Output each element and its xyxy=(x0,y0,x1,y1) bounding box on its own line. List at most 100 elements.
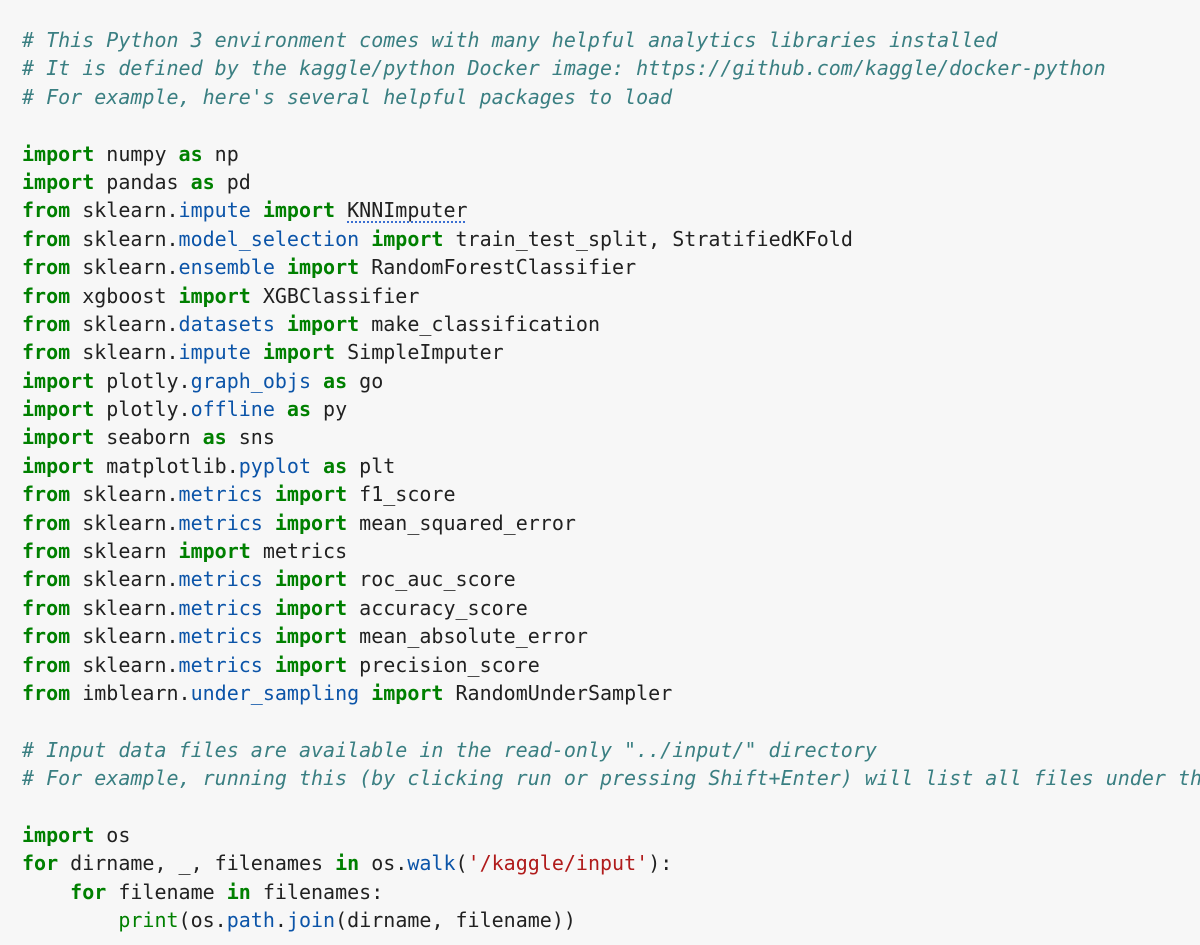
code-text xyxy=(275,312,287,336)
code-text: imblearn. xyxy=(70,680,191,705)
code-line: # Input data files are available in the … xyxy=(22,736,1200,764)
code-module-attr: impute xyxy=(178,198,251,223)
code-keyword: import xyxy=(22,141,95,166)
code-identifier-underlined: KNNImputer xyxy=(347,198,468,223)
code-keyword: import xyxy=(274,595,348,620)
code-line: from sklearn.metrics import roc_auc_scor… xyxy=(22,565,1200,593)
code-line: from sklearn.model_selection import trai… xyxy=(22,225,1200,253)
code-keyword: import xyxy=(274,567,348,592)
code-keyword: from xyxy=(22,595,71,620)
code-module-attr: join xyxy=(286,908,336,933)
code-line: import pandas as pd xyxy=(22,168,1200,196)
code-text xyxy=(263,624,275,648)
code-text: sklearn. xyxy=(70,226,179,251)
code-line: import plotly.offline as py xyxy=(22,395,1200,423)
code-comment: # Input data files are available in the … xyxy=(22,737,877,762)
code-line: # For example, here's several helpful pa… xyxy=(22,83,1200,111)
code-text xyxy=(263,511,275,535)
code-keyword: import xyxy=(22,169,95,194)
code-module-attr: datasets xyxy=(178,311,275,336)
code-line: from sklearn.metrics import precision_sc… xyxy=(22,651,1200,679)
code-keyword: import xyxy=(22,453,95,478)
code-text: matplotlib. xyxy=(94,453,239,478)
code-text: np xyxy=(202,141,239,166)
code-text: (dirname, filename)) xyxy=(335,908,576,933)
code-line: from sklearn.metrics import mean_squared… xyxy=(22,509,1200,537)
code-text: plotly. xyxy=(94,368,191,393)
code-text: train_test_split, StratifiedKFold xyxy=(443,226,853,251)
code-keyword: in xyxy=(335,851,360,876)
code-text: pandas xyxy=(94,169,191,194)
code-text xyxy=(22,908,118,932)
code-text xyxy=(311,369,323,393)
code-text xyxy=(251,340,263,364)
code-keyword: from xyxy=(22,624,71,649)
code-text: . xyxy=(274,908,287,933)
code-module-attr: metrics xyxy=(178,482,263,507)
code-text: sklearn. xyxy=(70,595,179,620)
code-line: from sklearn import metrics xyxy=(22,537,1200,565)
code-keyword: import xyxy=(274,510,348,535)
code-keyword: as xyxy=(190,169,215,194)
code-keyword: import xyxy=(371,226,444,251)
code-line: from sklearn.metrics import f1_score xyxy=(22,480,1200,508)
code-keyword: import xyxy=(178,283,251,308)
code-text xyxy=(359,681,371,705)
code-line: # It is defined by the kaggle/python Doc… xyxy=(22,54,1200,82)
code-text: os. xyxy=(359,851,408,876)
code-comment: # It is defined by the kaggle/python Doc… xyxy=(22,56,1106,81)
code-text: mean_squared_error xyxy=(347,510,576,535)
code-editor[interactable]: # This Python 3 environment comes with m… xyxy=(22,26,1200,935)
code-keyword: from xyxy=(22,510,71,535)
code-keyword: from xyxy=(22,680,71,705)
code-keyword: import xyxy=(262,340,336,365)
code-text: plt xyxy=(347,453,396,478)
code-line: from sklearn.impute import KNNImputer xyxy=(22,196,1200,224)
code-module-attr: walk xyxy=(407,851,456,876)
code-text: ): xyxy=(648,851,673,876)
code-text xyxy=(335,198,347,222)
code-line: import seaborn as sns xyxy=(22,423,1200,451)
code-text: XGBClassifier xyxy=(250,283,420,308)
code-text: make_classification xyxy=(359,311,600,336)
code-keyword: from xyxy=(22,482,71,507)
code-module-attr: ensemble xyxy=(178,255,275,280)
code-text: sklearn. xyxy=(70,255,179,280)
code-keyword: from xyxy=(22,255,71,280)
code-text: go xyxy=(347,368,384,393)
code-text: xgboost xyxy=(70,283,179,308)
code-text: precision_score xyxy=(347,652,540,677)
code-line xyxy=(22,707,1200,735)
code-module-attr: pyplot xyxy=(238,453,311,478)
code-keyword: in xyxy=(226,879,251,904)
code-keyword: from xyxy=(22,652,71,677)
code-text: seaborn xyxy=(94,425,203,450)
code-line: # This Python 3 environment comes with m… xyxy=(22,26,1200,54)
code-module-attr: graph_objs xyxy=(190,368,311,393)
code-text: sklearn. xyxy=(70,311,179,336)
code-text: accuracy_score xyxy=(347,595,528,620)
code-keyword: for xyxy=(70,879,107,904)
code-keyword: import xyxy=(274,652,348,677)
code-keyword: from xyxy=(22,311,71,336)
code-keyword: import xyxy=(286,255,360,280)
code-line: from sklearn.ensemble import RandomFores… xyxy=(22,253,1200,281)
code-line: from xgboost import XGBClassifier xyxy=(22,282,1200,310)
code-line: from imblearn.under_sampling import Rand… xyxy=(22,679,1200,707)
code-line: import os xyxy=(22,821,1200,849)
code-keyword: as xyxy=(202,425,227,450)
code-text: roc_auc_score xyxy=(347,567,516,592)
code-text: sklearn. xyxy=(70,340,179,365)
code-keyword: as xyxy=(323,368,348,393)
code-keyword: import xyxy=(22,822,95,847)
code-text: sklearn. xyxy=(70,510,179,535)
code-text xyxy=(263,596,275,620)
code-text xyxy=(275,397,287,421)
code-line: # For example, running this (by clicking… xyxy=(22,764,1200,792)
code-text: os xyxy=(94,822,131,847)
code-comment: # For example, here's several helpful pa… xyxy=(22,84,673,109)
code-module-attr: under_sampling xyxy=(190,680,360,705)
code-line: print(os.path.join(dirname, filename)) xyxy=(22,906,1200,934)
code-text: metrics xyxy=(250,539,348,564)
